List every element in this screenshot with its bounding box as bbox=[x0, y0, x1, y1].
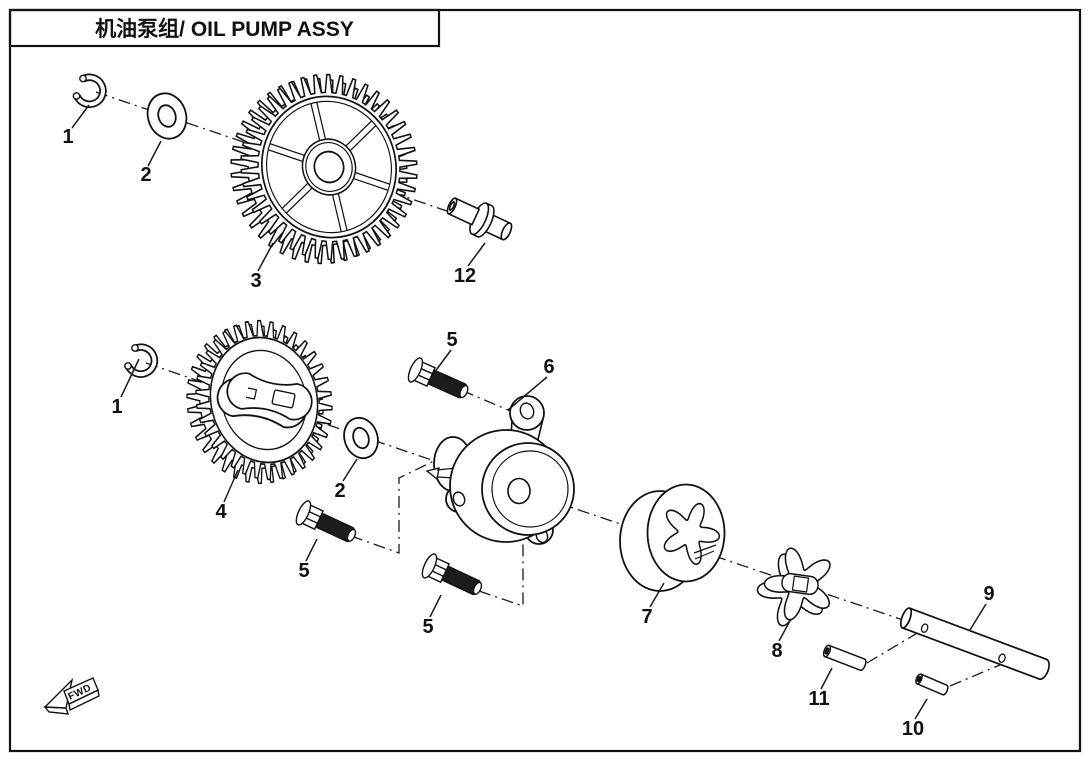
gear-dog-coupling bbox=[216, 372, 313, 429]
gear-center-hole bbox=[313, 150, 345, 184]
axis-pin-11 bbox=[866, 631, 920, 664]
callout-inner-rotor: 8 bbox=[771, 640, 783, 662]
callout-shaft-pin-12: 12 bbox=[453, 265, 477, 287]
callout-leader-lines bbox=[71, 104, 987, 720]
callout-washer-bottom: 2 bbox=[334, 480, 346, 502]
callout-outer-rotor: 7 bbox=[641, 606, 653, 628]
callout-washer-top: 2 bbox=[140, 164, 152, 186]
callout-pump-shaft: 9 bbox=[983, 583, 995, 605]
part-pump-shaft bbox=[899, 607, 1050, 680]
part-washer-top bbox=[146, 92, 188, 140]
part-pin-11 bbox=[822, 644, 867, 672]
part-inner-rotor bbox=[756, 547, 831, 627]
part-washer-bottom bbox=[343, 416, 379, 460]
part-pump-gear bbox=[186, 319, 333, 485]
part-pin-10 bbox=[915, 673, 949, 696]
callout-bolt-middle: 5 bbox=[298, 560, 310, 582]
callout-bolt-top: 5 bbox=[446, 329, 458, 351]
part-pump-body bbox=[425, 395, 575, 545]
axis-bolt-middle-bracket bbox=[350, 460, 435, 554]
callout-pump-body: 6 bbox=[543, 356, 555, 378]
callout-pin-11: 11 bbox=[808, 688, 830, 710]
part-bolt-top bbox=[407, 357, 469, 399]
part-bolt-bottom bbox=[421, 553, 483, 596]
part-shaft-pin-12 bbox=[446, 197, 513, 241]
part-circlip-bottom bbox=[124, 343, 159, 378]
pump-center-hole bbox=[507, 477, 531, 505]
part-drive-gear bbox=[230, 73, 418, 265]
axis-pin-10 bbox=[949, 661, 1008, 687]
callout-drive-gear: 3 bbox=[250, 270, 262, 292]
page-title: 机油泵组/ OIL PUMP ASSY bbox=[95, 18, 354, 41]
gear-spokes bbox=[267, 101, 391, 233]
part-outer-rotor bbox=[619, 483, 726, 592]
callout-pump-gear: 4 bbox=[215, 501, 227, 523]
part-bolt-middle bbox=[295, 500, 357, 543]
title-box-border bbox=[8, 8, 441, 48]
outer-rotor-cavity bbox=[663, 502, 721, 566]
callout-circlip-bottom: 1 bbox=[111, 396, 123, 418]
fwd-direction-arrow: FWD bbox=[43, 677, 100, 715]
page-border bbox=[8, 8, 1082, 753]
callout-bolt-bottom: 5 bbox=[422, 616, 434, 638]
axis-bolt-bottom-bracket bbox=[478, 528, 524, 607]
part-circlip-top bbox=[72, 73, 107, 109]
callout-pin-10: 10 bbox=[901, 718, 925, 740]
callout-circlip-top: 1 bbox=[62, 126, 74, 148]
